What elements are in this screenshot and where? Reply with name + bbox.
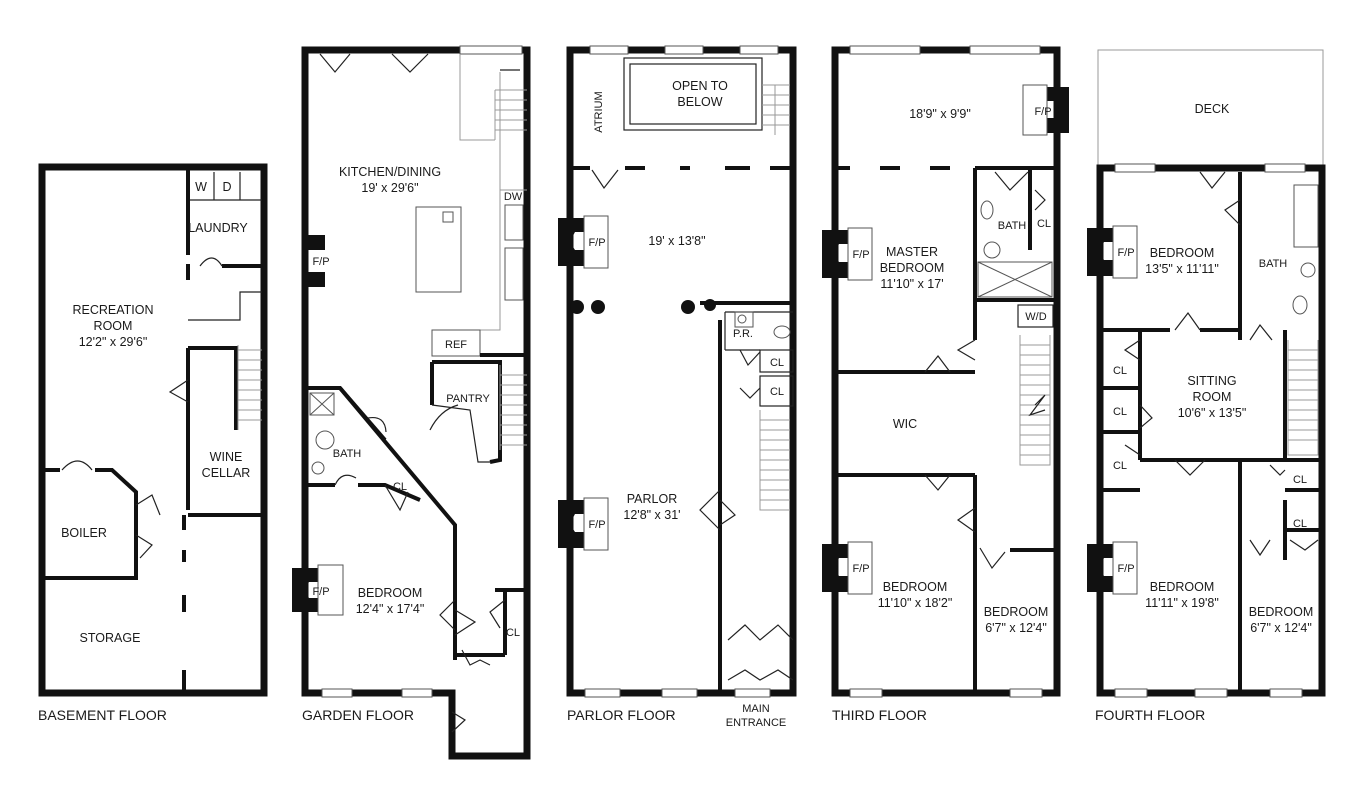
label-deck: DECK bbox=[1195, 102, 1230, 116]
label-ref: REF bbox=[445, 339, 467, 351]
label-powder-room: P.R. bbox=[733, 328, 753, 340]
label-closet-fourth-2: CL bbox=[1113, 406, 1127, 418]
label-recreation-name-2: ROOM bbox=[94, 319, 133, 333]
floor-label-basement: BASEMENT FLOOR bbox=[38, 707, 167, 723]
label-bath-third: BATH bbox=[998, 220, 1027, 232]
label-closet-fourth-4: CL bbox=[1293, 474, 1307, 486]
label-fourth-bedroom-name: BEDROOM bbox=[1150, 246, 1215, 260]
label-washer: W bbox=[195, 180, 207, 194]
label-fireplace-parlor-1: F/P bbox=[588, 237, 605, 249]
label-fourth-bedroom3-dims: 6'7" x 12'4" bbox=[1250, 621, 1312, 635]
label-entrance: ENTRANCE bbox=[726, 717, 787, 729]
label-fireplace-third-bedroom: F/P bbox=[852, 563, 869, 575]
floor-label-fourth: FOURTH FLOOR bbox=[1095, 707, 1205, 723]
label-kitchen-name: KITCHEN/DINING bbox=[339, 165, 441, 179]
label-laundry: LAUNDRY bbox=[188, 221, 248, 235]
label-storage: STORAGE bbox=[80, 631, 141, 645]
label-recreation-dims: 12'2" x 29'6" bbox=[79, 335, 148, 349]
label-master-dims: 11'10" x 17' bbox=[880, 277, 943, 291]
floor-label-parlor: PARLOR FLOOR bbox=[567, 707, 676, 723]
label-closet-fourth-5: CL bbox=[1293, 518, 1307, 530]
label-parlor-front-dims: 19' x 13'8" bbox=[648, 234, 705, 248]
fourth-floor: DECK BEDROOM 13'5" x 11'11" F/P BATH CL … bbox=[1087, 49, 1326, 723]
label-sitting-2: ROOM bbox=[1193, 390, 1232, 404]
garden-floor: KITCHEN/DINING 19' x 29'6" DW F/P REF PA… bbox=[292, 45, 531, 760]
label-pantry: PANTRY bbox=[446, 393, 490, 405]
label-fireplace-garden-bedroom: F/P bbox=[312, 586, 329, 598]
label-master-2: BEDROOM bbox=[880, 261, 945, 275]
label-third-bedroom-name: BEDROOM bbox=[883, 580, 948, 594]
floor-label-third: THIRD FLOOR bbox=[832, 707, 927, 723]
label-wine-2: CELLAR bbox=[202, 466, 251, 480]
label-closet-garden-1: CL bbox=[393, 481, 407, 493]
label-closet-fourth-3: CL bbox=[1113, 460, 1127, 472]
label-third-bedroom-dims: 11'10" x 18'2" bbox=[878, 596, 953, 610]
label-kitchen-dims: 19' x 29'6" bbox=[361, 181, 418, 195]
label-sitting-dims: 10'6" x 13'5" bbox=[1178, 406, 1247, 420]
label-parlor-name: PARLOR bbox=[627, 492, 677, 506]
label-third-top-dims: 18'9" x 9'9" bbox=[909, 107, 971, 121]
floor-label-garden: GARDEN FLOOR bbox=[302, 707, 414, 723]
basement-floor: W D LAUNDRY RECREATION ROOM 12'2" x 29'6… bbox=[38, 163, 268, 723]
label-closet-parlor-2: CL bbox=[770, 386, 784, 398]
label-fourth-bedroom2-dims: 11'11" x 19'8" bbox=[1145, 596, 1219, 610]
label-fireplace-kitchen: F/P bbox=[312, 256, 329, 268]
label-fireplace-third-master: F/P bbox=[852, 249, 869, 261]
label-wine-1: WINE bbox=[210, 450, 243, 464]
label-boiler: BOILER bbox=[61, 526, 107, 540]
label-fireplace-parlor-2: F/P bbox=[588, 519, 605, 531]
label-bath-garden: BATH bbox=[333, 448, 362, 460]
label-wic: WIC bbox=[893, 417, 917, 431]
label-main: MAIN bbox=[742, 703, 770, 715]
label-fireplace-fourth-2: F/P bbox=[1117, 563, 1134, 575]
label-below: BELOW bbox=[677, 95, 722, 109]
label-master-1: MASTER bbox=[886, 245, 938, 259]
label-closet-third: CL bbox=[1037, 218, 1051, 230]
label-parlor-dims: 12'8" x 31' bbox=[623, 508, 680, 522]
label-third-bedroom2-dims: 6'7" x 12'4" bbox=[985, 621, 1047, 635]
label-fourth-bedroom3-name: BEDROOM bbox=[1249, 605, 1314, 619]
label-recreation-name-1: RECREATION bbox=[72, 303, 153, 317]
label-closet-parlor-1: CL bbox=[770, 357, 784, 369]
label-open-to: OPEN TO bbox=[672, 79, 728, 93]
parlor-floor: ATRIUM OPEN TO BELOW 19' x 13'8" F/P P.R… bbox=[558, 45, 797, 729]
label-dryer: D bbox=[222, 180, 231, 194]
label-dishwasher: DW bbox=[504, 191, 523, 203]
third-floor: 18'9" x 9'9" F/P BATH CL MASTER BEDROOM … bbox=[822, 45, 1069, 723]
label-bedroom-garden-name: BEDROOM bbox=[358, 586, 423, 600]
label-bedroom-garden-dims: 12'4" x 17'4" bbox=[356, 602, 425, 616]
label-sitting-1: SITTING bbox=[1187, 374, 1236, 388]
label-fireplace-third-top: F/P bbox=[1034, 106, 1051, 118]
label-atrium: ATRIUM bbox=[593, 91, 605, 132]
label-fourth-bedroom2-name: BEDROOM bbox=[1150, 580, 1215, 594]
label-washer-dryer: W/D bbox=[1025, 311, 1046, 323]
label-closet-fourth-1: CL bbox=[1113, 365, 1127, 377]
label-closet-garden-2: CL bbox=[506, 627, 520, 639]
label-fireplace-fourth-1: F/P bbox=[1117, 247, 1134, 259]
label-fourth-bedroom-dims: 13'5" x 11'11" bbox=[1145, 262, 1219, 276]
label-bath-fourth: BATH bbox=[1259, 258, 1288, 270]
label-third-bedroom2-name: BEDROOM bbox=[984, 605, 1049, 619]
